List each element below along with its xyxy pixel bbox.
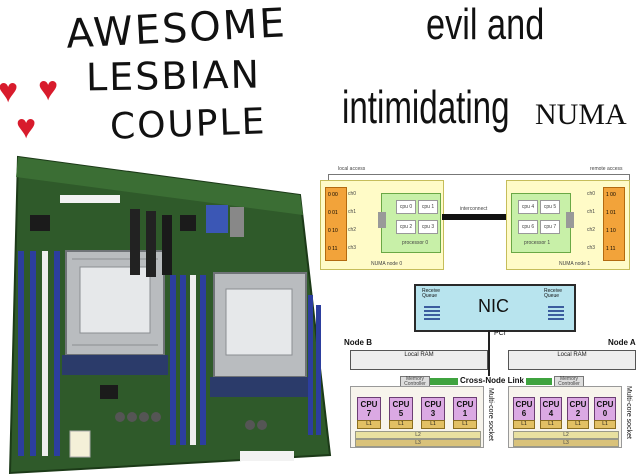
local-access-label: local access: [338, 166, 366, 172]
ram-slots-right: [308, 295, 321, 435]
receive-queue-icon: [424, 306, 440, 322]
processor-label: processor 1: [524, 240, 551, 246]
interconnect-label: interconnect: [460, 206, 488, 212]
access-path-line: [328, 174, 630, 185]
memory-bank-1: 1 00 1 01 1 10 1 11: [603, 187, 625, 261]
pci-slots: [60, 195, 172, 277]
remote-access-label: remote access: [590, 166, 623, 172]
node-label: NUMA node 1: [559, 261, 591, 267]
caption-line-evil-and: evil and: [426, 0, 545, 49]
cpu-box: cpu 5: [540, 200, 560, 214]
numa-node-1: cpu 4 cpu 5 cpu 6 cpu 7 processor 1 ch0 …: [506, 180, 630, 270]
cpu-box: cpu 6: [518, 220, 538, 234]
nic-diagram: Receive Queue NIC Receive Queue PCI Node…: [340, 282, 640, 475]
caption-line-lesbian: LESBIAN: [85, 52, 262, 100]
l3-cache: L3: [355, 439, 481, 447]
socket-b-label: Multi-core socket: [487, 388, 494, 441]
caption-numa: NUMA: [535, 98, 627, 131]
node-a-ram: Local RAM: [508, 350, 636, 370]
channel-label: ch1: [348, 209, 357, 215]
l2-cache: L2: [355, 431, 481, 439]
motherboard-image: [8, 155, 332, 475]
nic-label: NIC: [478, 296, 509, 316]
processor-1: cpu 4 cpu 5 cpu 6 cpu 7 processor 1: [511, 193, 574, 253]
heatsink-right: [210, 272, 310, 397]
heart-icon: ♥: [16, 108, 37, 146]
memory-cell: 1 00: [606, 192, 616, 198]
capacitors: [115, 412, 267, 430]
channel-label: ch2: [348, 227, 357, 233]
channel-label: ch3: [348, 245, 357, 251]
pci-link: [488, 330, 490, 378]
numa-node-0: 0 00 0 01 0 10 0 11 ch0 ch1 ch2 ch3 cpu …: [320, 180, 444, 270]
local-ram-label: Local RAM: [557, 352, 587, 358]
nic-box: Receive Queue NIC Receive Queue: [414, 284, 576, 332]
memory-cell: 0 11: [328, 246, 338, 252]
pci-label: PCI: [494, 330, 506, 337]
caption-intimidating: intimidating: [342, 81, 510, 133]
sata-ports: [240, 451, 294, 461]
memory-cell: 0 01: [328, 210, 338, 216]
channel-label: ch2: [587, 227, 596, 233]
caption-line-couple: COUPLE: [109, 101, 268, 148]
channel-label: ch3: [587, 245, 596, 251]
memory-cell: 0 10: [328, 228, 338, 234]
memory-controller-block: [566, 212, 574, 228]
numa-diagram: local access remote access 0 00 0 01 0 1…: [318, 162, 640, 278]
ram-slots-left: [18, 251, 60, 456]
cpu-box: cpu 4: [518, 200, 538, 214]
memory-cell: 1 01: [606, 210, 616, 216]
l2-cache: L2: [513, 431, 619, 439]
cpu-box: cpu 1: [418, 200, 438, 214]
cross-node-link-label: Cross-Node Link: [458, 376, 527, 385]
heart-icon: ♥: [38, 70, 59, 108]
caption-line-awesome: AWESOME: [64, 0, 288, 58]
socket-a-label: Multi-core socket: [625, 386, 632, 439]
processor-label: processor 0: [402, 240, 429, 246]
caption-line-intimidating: intimidating: [342, 80, 575, 134]
local-ram-label: Local RAM: [404, 352, 434, 358]
cpu-box: cpu 0: [396, 200, 416, 214]
io-connector: [230, 207, 244, 237]
channel-label: ch1: [587, 209, 596, 215]
node-b-label: Node B: [344, 338, 372, 347]
memory-controller-a: Memory Controller: [554, 376, 584, 388]
receive-queue-label: Receive Queue: [422, 288, 441, 299]
channel-label: ch0: [587, 191, 596, 197]
power-connector: [69, 430, 91, 458]
memory-bank-0: 0 00 0 01 0 10 0 11: [325, 187, 347, 261]
node-b-ram: Local RAM: [350, 350, 488, 370]
memory-cell: 1 11: [606, 246, 616, 252]
receive-queue-icon: [548, 306, 564, 322]
interconnect-bar: [442, 214, 506, 220]
l3-cache: L3: [513, 439, 619, 447]
heart-icon: ♥: [0, 72, 19, 110]
ram-slots-middle: [170, 275, 206, 445]
cpu-box: cpu 3: [418, 220, 438, 234]
processor-0: cpu 0 cpu 1 cpu 2 cpu 3 processor 0: [378, 193, 441, 253]
vga-port: [206, 205, 228, 233]
node-a-label: Node A: [608, 338, 636, 347]
cpu-box: cpu 7: [540, 220, 560, 234]
memory-cell: 0 00: [328, 192, 338, 198]
memory-controller-block: [378, 212, 386, 228]
channel-label: ch0: [348, 191, 357, 197]
node-label: NUMA node 0: [371, 261, 403, 267]
board-chips: [30, 215, 196, 399]
cpu-box: cpu 2: [396, 220, 416, 234]
memory-cell: 1 10: [606, 228, 616, 234]
receive-queue-label: Receive Queue: [544, 288, 563, 299]
